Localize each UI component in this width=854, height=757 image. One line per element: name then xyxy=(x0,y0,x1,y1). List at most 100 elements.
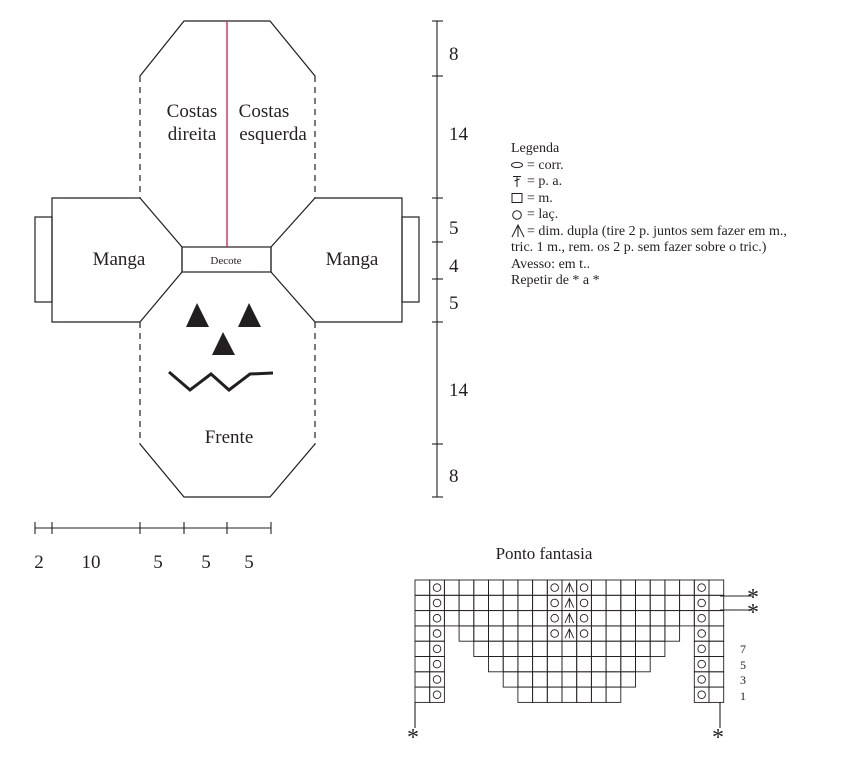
chart-cell xyxy=(708,656,725,673)
chart-loop-symbol xyxy=(579,629,589,638)
left-cuff xyxy=(34,216,53,303)
chart-cell xyxy=(576,656,592,673)
measure-v-1: 8 xyxy=(449,44,459,65)
chart-cell xyxy=(502,579,519,596)
single-crochet-icon xyxy=(511,191,527,208)
chart-cell xyxy=(443,594,460,612)
chart-cell xyxy=(693,640,710,657)
back-right-label-2: direita xyxy=(168,124,217,145)
repeat-marker-top-2: * xyxy=(747,600,759,626)
chart-loop-symbol xyxy=(697,629,706,638)
chart-cell xyxy=(473,579,489,596)
row-number-3: 3 xyxy=(740,673,746,687)
chart-cell xyxy=(414,640,431,657)
chart-cell xyxy=(532,656,548,673)
chart-cell xyxy=(561,656,578,673)
left-eye xyxy=(186,303,209,327)
chart-cell xyxy=(693,579,710,596)
chart-cell xyxy=(576,671,592,688)
chart-cell xyxy=(458,625,475,642)
chart-cell xyxy=(590,579,607,596)
chart-cell xyxy=(649,579,666,596)
chart-cell xyxy=(488,594,504,612)
repeat-marker-top-1: * xyxy=(747,585,759,611)
legend-item-single-crochet: = m. xyxy=(511,191,787,208)
chart-cell xyxy=(517,579,534,596)
chart-cell xyxy=(488,640,504,657)
chart-cell xyxy=(620,671,636,688)
measure-v-6: 14 xyxy=(449,380,469,401)
chart-cell xyxy=(502,671,519,688)
chart-cell xyxy=(635,594,651,612)
chart-cell xyxy=(488,625,504,642)
chart-cell xyxy=(532,625,548,642)
chart-cell xyxy=(605,594,622,612)
left-sleeve-label: Manga xyxy=(93,249,146,270)
chart-cell xyxy=(693,594,710,612)
chart-decrease-symbol xyxy=(564,627,575,639)
chart-cell xyxy=(517,686,534,703)
chart-cell xyxy=(605,579,622,596)
nose xyxy=(212,332,235,355)
chart-cell xyxy=(576,579,592,596)
legend-item-double-decrease: = dim. dupla (tire 2 p. juntos sem fazer… xyxy=(511,224,787,241)
chart-cell xyxy=(576,625,592,642)
chart-loop-symbol xyxy=(697,659,706,669)
stitch-chart-grid xyxy=(414,579,725,703)
chart-cell xyxy=(649,625,666,642)
chart-cell xyxy=(517,656,534,673)
chart-loop-symbol xyxy=(579,583,589,592)
chart-cell xyxy=(414,671,431,688)
chart-loop-symbol xyxy=(697,614,706,623)
chart-cell xyxy=(429,625,445,642)
chart-cell xyxy=(473,594,489,612)
chart-cell xyxy=(620,579,636,596)
legend-item-chain: = corr. xyxy=(511,158,787,175)
chart-cell xyxy=(590,671,607,688)
chart-cell xyxy=(635,625,651,642)
chart-loop-symbol xyxy=(432,614,442,623)
chart-cell xyxy=(576,610,592,627)
chart-cell xyxy=(576,686,592,703)
chart-cell xyxy=(620,610,636,627)
chart-cell xyxy=(532,671,548,688)
mouth-zigzag xyxy=(168,370,274,392)
chart-cell xyxy=(429,686,445,703)
chart-cell xyxy=(649,640,666,657)
chain-stitch-icon xyxy=(511,158,527,175)
chart-cell xyxy=(679,610,695,627)
chart-cell xyxy=(517,640,534,657)
measure-h-4: 5 xyxy=(201,552,211,573)
chart-cell xyxy=(532,594,548,612)
chart-cell xyxy=(517,671,534,688)
chart-cell xyxy=(590,686,607,703)
chart-loop-symbol xyxy=(432,598,442,608)
chart-loop-symbol xyxy=(697,690,706,700)
row-number-7: 7 xyxy=(740,642,746,656)
chart-cell xyxy=(620,656,636,673)
chart-cell xyxy=(488,579,504,596)
chart-cell xyxy=(635,640,651,657)
legend-continuation: tric. 1 m., rem. os 2 p. sem fazer sobre… xyxy=(511,240,767,255)
chart-cell xyxy=(693,686,710,703)
neckline-label: Decote xyxy=(210,255,241,267)
chart-cell xyxy=(635,610,651,627)
chart-cell xyxy=(546,594,563,612)
measure-v-3: 5 xyxy=(449,218,459,239)
chart-cell xyxy=(458,594,475,612)
chart-cell xyxy=(502,610,519,627)
vertical-ruler xyxy=(432,20,443,498)
chart-cell xyxy=(414,656,431,673)
chain-loop-icon xyxy=(511,207,527,224)
chart-cell xyxy=(502,594,519,612)
chart-cell xyxy=(414,579,431,596)
back-left-label-1: Costas xyxy=(239,101,290,122)
chart-cell xyxy=(605,640,622,657)
chart-cell xyxy=(649,610,666,627)
chart-cell xyxy=(708,625,725,642)
measure-v-7: 8 xyxy=(449,466,459,487)
chart-cell xyxy=(590,625,607,642)
measure-v-5: 5 xyxy=(449,293,459,314)
chart-cell xyxy=(429,610,445,627)
chart-cell xyxy=(708,640,725,657)
